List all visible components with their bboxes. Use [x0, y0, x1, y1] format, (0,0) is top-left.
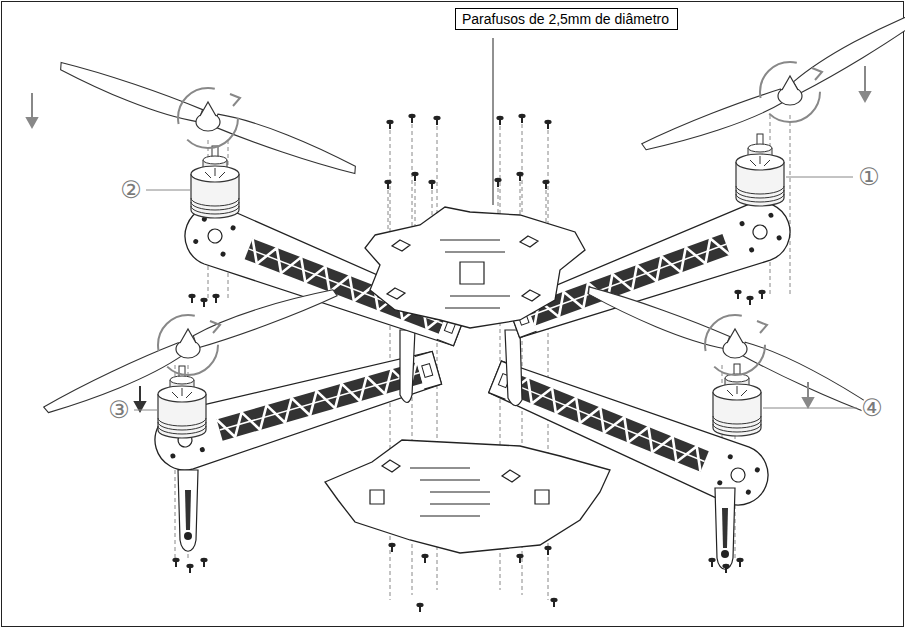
callout-number: ②: [120, 178, 142, 202]
label-text: Parafusos de 2,5mm de diâmetro: [462, 11, 671, 27]
callout-number: ①: [858, 165, 880, 189]
label-box: Parafusos de 2,5mm de diâmetro: [455, 8, 678, 30]
callout-number: ④: [861, 396, 883, 420]
callout-number: ③: [108, 398, 130, 422]
